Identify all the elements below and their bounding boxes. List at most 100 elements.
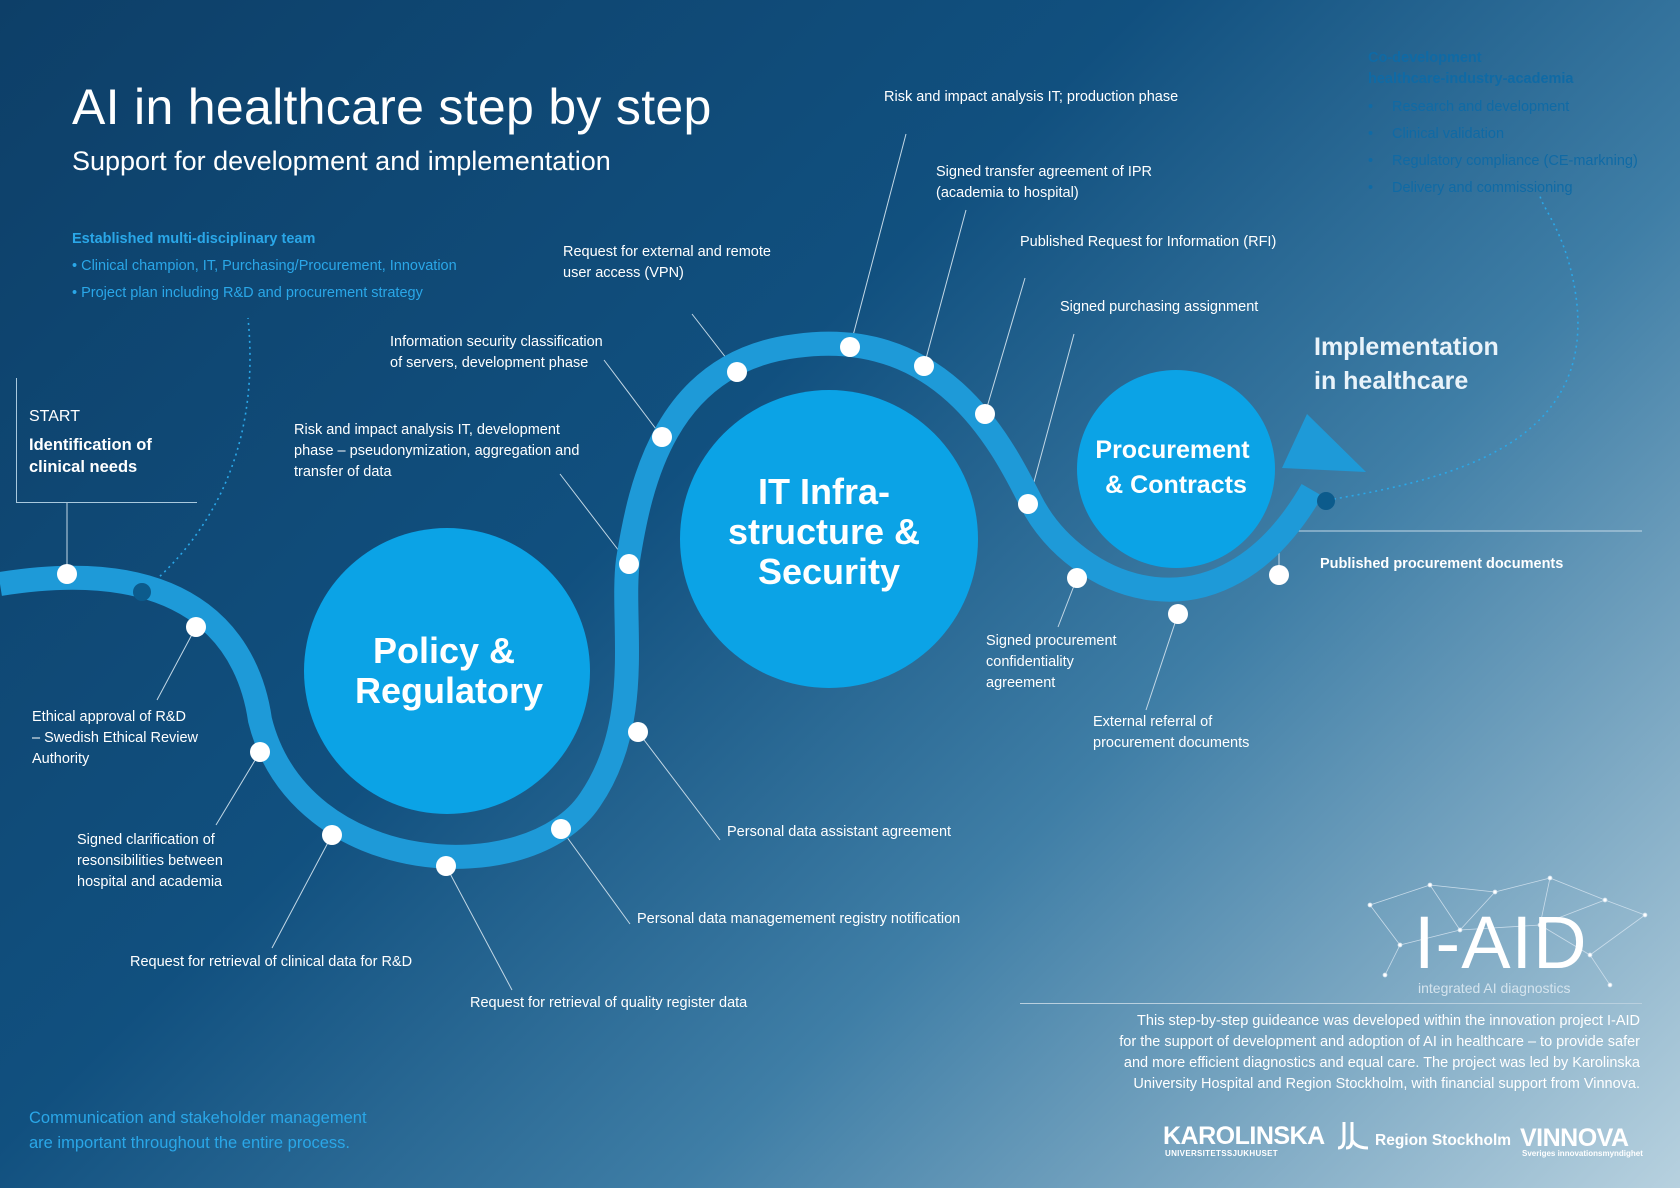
start-label: START — [29, 408, 80, 425]
karolinska-logo: KAROLINSKA — [1163, 1122, 1325, 1150]
implementation-line1: Implementation — [1314, 333, 1499, 361]
step-external-referral: External referral of procurement documen… — [1093, 712, 1249, 754]
start-line2: clinical needs — [29, 458, 138, 476]
implementation-arrow — [1282, 414, 1366, 472]
step-risk-production: Risk and impact analysis IT; production … — [884, 89, 1179, 105]
milestone-assistant — [628, 722, 648, 742]
codevelopment-item: Delivery and commissioning — [1368, 175, 1638, 202]
codevelopment-list: Research and development Clinical valida… — [1368, 94, 1638, 202]
step-text: External referral of — [1093, 714, 1213, 730]
procurement-circle — [1077, 370, 1275, 568]
step-quality-register: Request for retrieval of quality registe… — [470, 995, 748, 1011]
network-graphic-icon — [1367, 875, 1648, 988]
step-text: Signed procurement — [986, 633, 1117, 649]
milestone-risk-prod — [840, 337, 860, 357]
milestone-dots — [57, 337, 1289, 876]
step-text: Signed clarification of — [77, 832, 215, 848]
milestone-published — [1269, 565, 1289, 585]
milestone-registry — [551, 819, 571, 839]
it-infrastructure-circle — [680, 390, 978, 688]
vinnova-logo-sub: Sveriges innovationsmyndighet — [1522, 1149, 1643, 1158]
milestone-quality-register — [436, 856, 456, 876]
team-note-item: • Project plan including R&D and procure… — [72, 285, 423, 301]
step-text: phase – pseudonymization, aggregation an… — [294, 443, 580, 459]
start-description: Identification of clinical needs — [29, 434, 152, 478]
about-divider — [1020, 1003, 1642, 1004]
iaid-logo: I-AID — [1414, 901, 1588, 984]
codevelopment-item: Clinical validation — [1368, 121, 1638, 148]
milestone-referral — [1168, 604, 1188, 624]
step-text: Ethical approval of R&D — [32, 709, 186, 725]
milestone-vpn — [727, 362, 747, 382]
region-stockholm-icon — [1338, 1122, 1369, 1150]
step-text: Authority — [32, 751, 90, 767]
about-text: This step-by-step guideance was develope… — [1080, 1011, 1640, 1095]
vinnova-logo: VINNOVA — [1520, 1124, 1629, 1152]
step-text: Information security classification — [390, 334, 603, 350]
milestone-purchasing — [1018, 494, 1038, 514]
start-bracket — [16, 378, 197, 503]
step-text: resonsibilities between — [77, 853, 223, 869]
step-purchasing-assignment: Signed purchasing assignment — [1060, 299, 1259, 315]
milestone-start — [57, 564, 77, 584]
milestone-risk-dev — [619, 554, 639, 574]
step-risk-development: Risk and impact analysis IT, development… — [294, 420, 579, 483]
page-subtitle: Support for development and implementati… — [72, 146, 611, 176]
codevelopment-item: Research and development — [1368, 94, 1638, 121]
milestone-infosec — [652, 427, 672, 447]
team-connector-dot — [133, 583, 151, 601]
milestone-clarification — [250, 742, 270, 762]
karolinska-logo-sub: UNIVERSITETSSJUKHUSET — [1165, 1149, 1278, 1158]
about-line: for the support of development and adopt… — [1119, 1034, 1640, 1050]
communication-note: Communication and stakeholder management… — [29, 1106, 367, 1156]
step-text: – Swedish Ethical Review — [32, 730, 199, 746]
team-note: Established multi-disciplinary team • Cl… — [72, 226, 457, 307]
step-text: user access (VPN) — [563, 265, 684, 281]
it-label: IT Infra- structure & Security — [728, 471, 930, 592]
step-text: Risk and impact analysis IT, development — [294, 422, 560, 438]
step-confidentiality: Signed procurement confidentiality agree… — [986, 631, 1117, 694]
team-note-item: • Clinical champion, IT, Purchasing/Proc… — [72, 258, 457, 274]
codevelopment-heading-line1: Co-development — [1368, 50, 1482, 66]
step-text: of servers, development phase — [390, 355, 589, 371]
step-text: Signed transfer agreement of IPR — [936, 164, 1153, 180]
step-text: procurement documents — [1093, 735, 1250, 751]
communication-line2: are important throughout the entire proc… — [29, 1134, 351, 1152]
step-published-documents: Published procurement documents — [1320, 556, 1564, 572]
implementation-line2: in healthcare — [1314, 367, 1469, 395]
milestone-ethical — [186, 617, 206, 637]
step-text: confidentiality — [986, 654, 1074, 670]
step-vpn-request: Request for external and remote user acc… — [563, 242, 771, 284]
codevelopment-item: Regulatory compliance (CE-markning) — [1368, 148, 1638, 175]
milestone-confidentiality — [1067, 568, 1087, 588]
about-line: University Hospital and Region Stockholm… — [1133, 1076, 1640, 1092]
step-ipr-agreement: Signed transfer agreement of IPR (academ… — [936, 162, 1152, 204]
step-text: agreement — [986, 675, 1056, 691]
step-text: hospital and academia — [77, 874, 223, 890]
step-rfi: Published Request for Information (RFI) — [1020, 234, 1277, 250]
page-title: AI in healthcare step by step — [72, 79, 712, 135]
step-text: (academia to hospital) — [936, 185, 1079, 201]
team-note-heading: Established multi-disciplinary team — [72, 231, 316, 247]
step-text: Request for external and remote — [563, 244, 771, 260]
codev-connector-dot — [1317, 492, 1335, 510]
codevelopment-heading: Co-development healthcare-industry-acade… — [1368, 48, 1638, 90]
step-assistant-agreement: Personal data assistant agreement — [727, 824, 952, 840]
codevelopment-heading-line2: healthcare-industry-academia — [1368, 71, 1574, 87]
communication-line1: Communication and stakeholder management — [29, 1109, 367, 1127]
milestone-ipr — [914, 356, 934, 376]
step-registry-notification: Personal data managemement registry noti… — [637, 911, 961, 927]
policy-regulatory-circle — [304, 528, 590, 814]
implementation-label: Implementation in healthcare — [1314, 330, 1499, 398]
dotted-connectors — [141, 194, 1579, 593]
connector-dots — [133, 492, 1335, 601]
region-stockholm-logo: Region Stockholm — [1375, 1132, 1512, 1149]
codevelopment-note: Co-development healthcare-industry-acade… — [1368, 48, 1638, 202]
step-clinical-data: Request for retrieval of clinical data f… — [130, 954, 413, 970]
about-line: This step-by-step guideance was develope… — [1137, 1013, 1640, 1029]
start-line1: Identification of — [29, 436, 152, 454]
milestone-rfi — [975, 404, 995, 424]
step-ethical-approval: Ethical approval of R&D – Swedish Ethica… — [32, 707, 198, 770]
step-text: transfer of data — [294, 464, 392, 480]
